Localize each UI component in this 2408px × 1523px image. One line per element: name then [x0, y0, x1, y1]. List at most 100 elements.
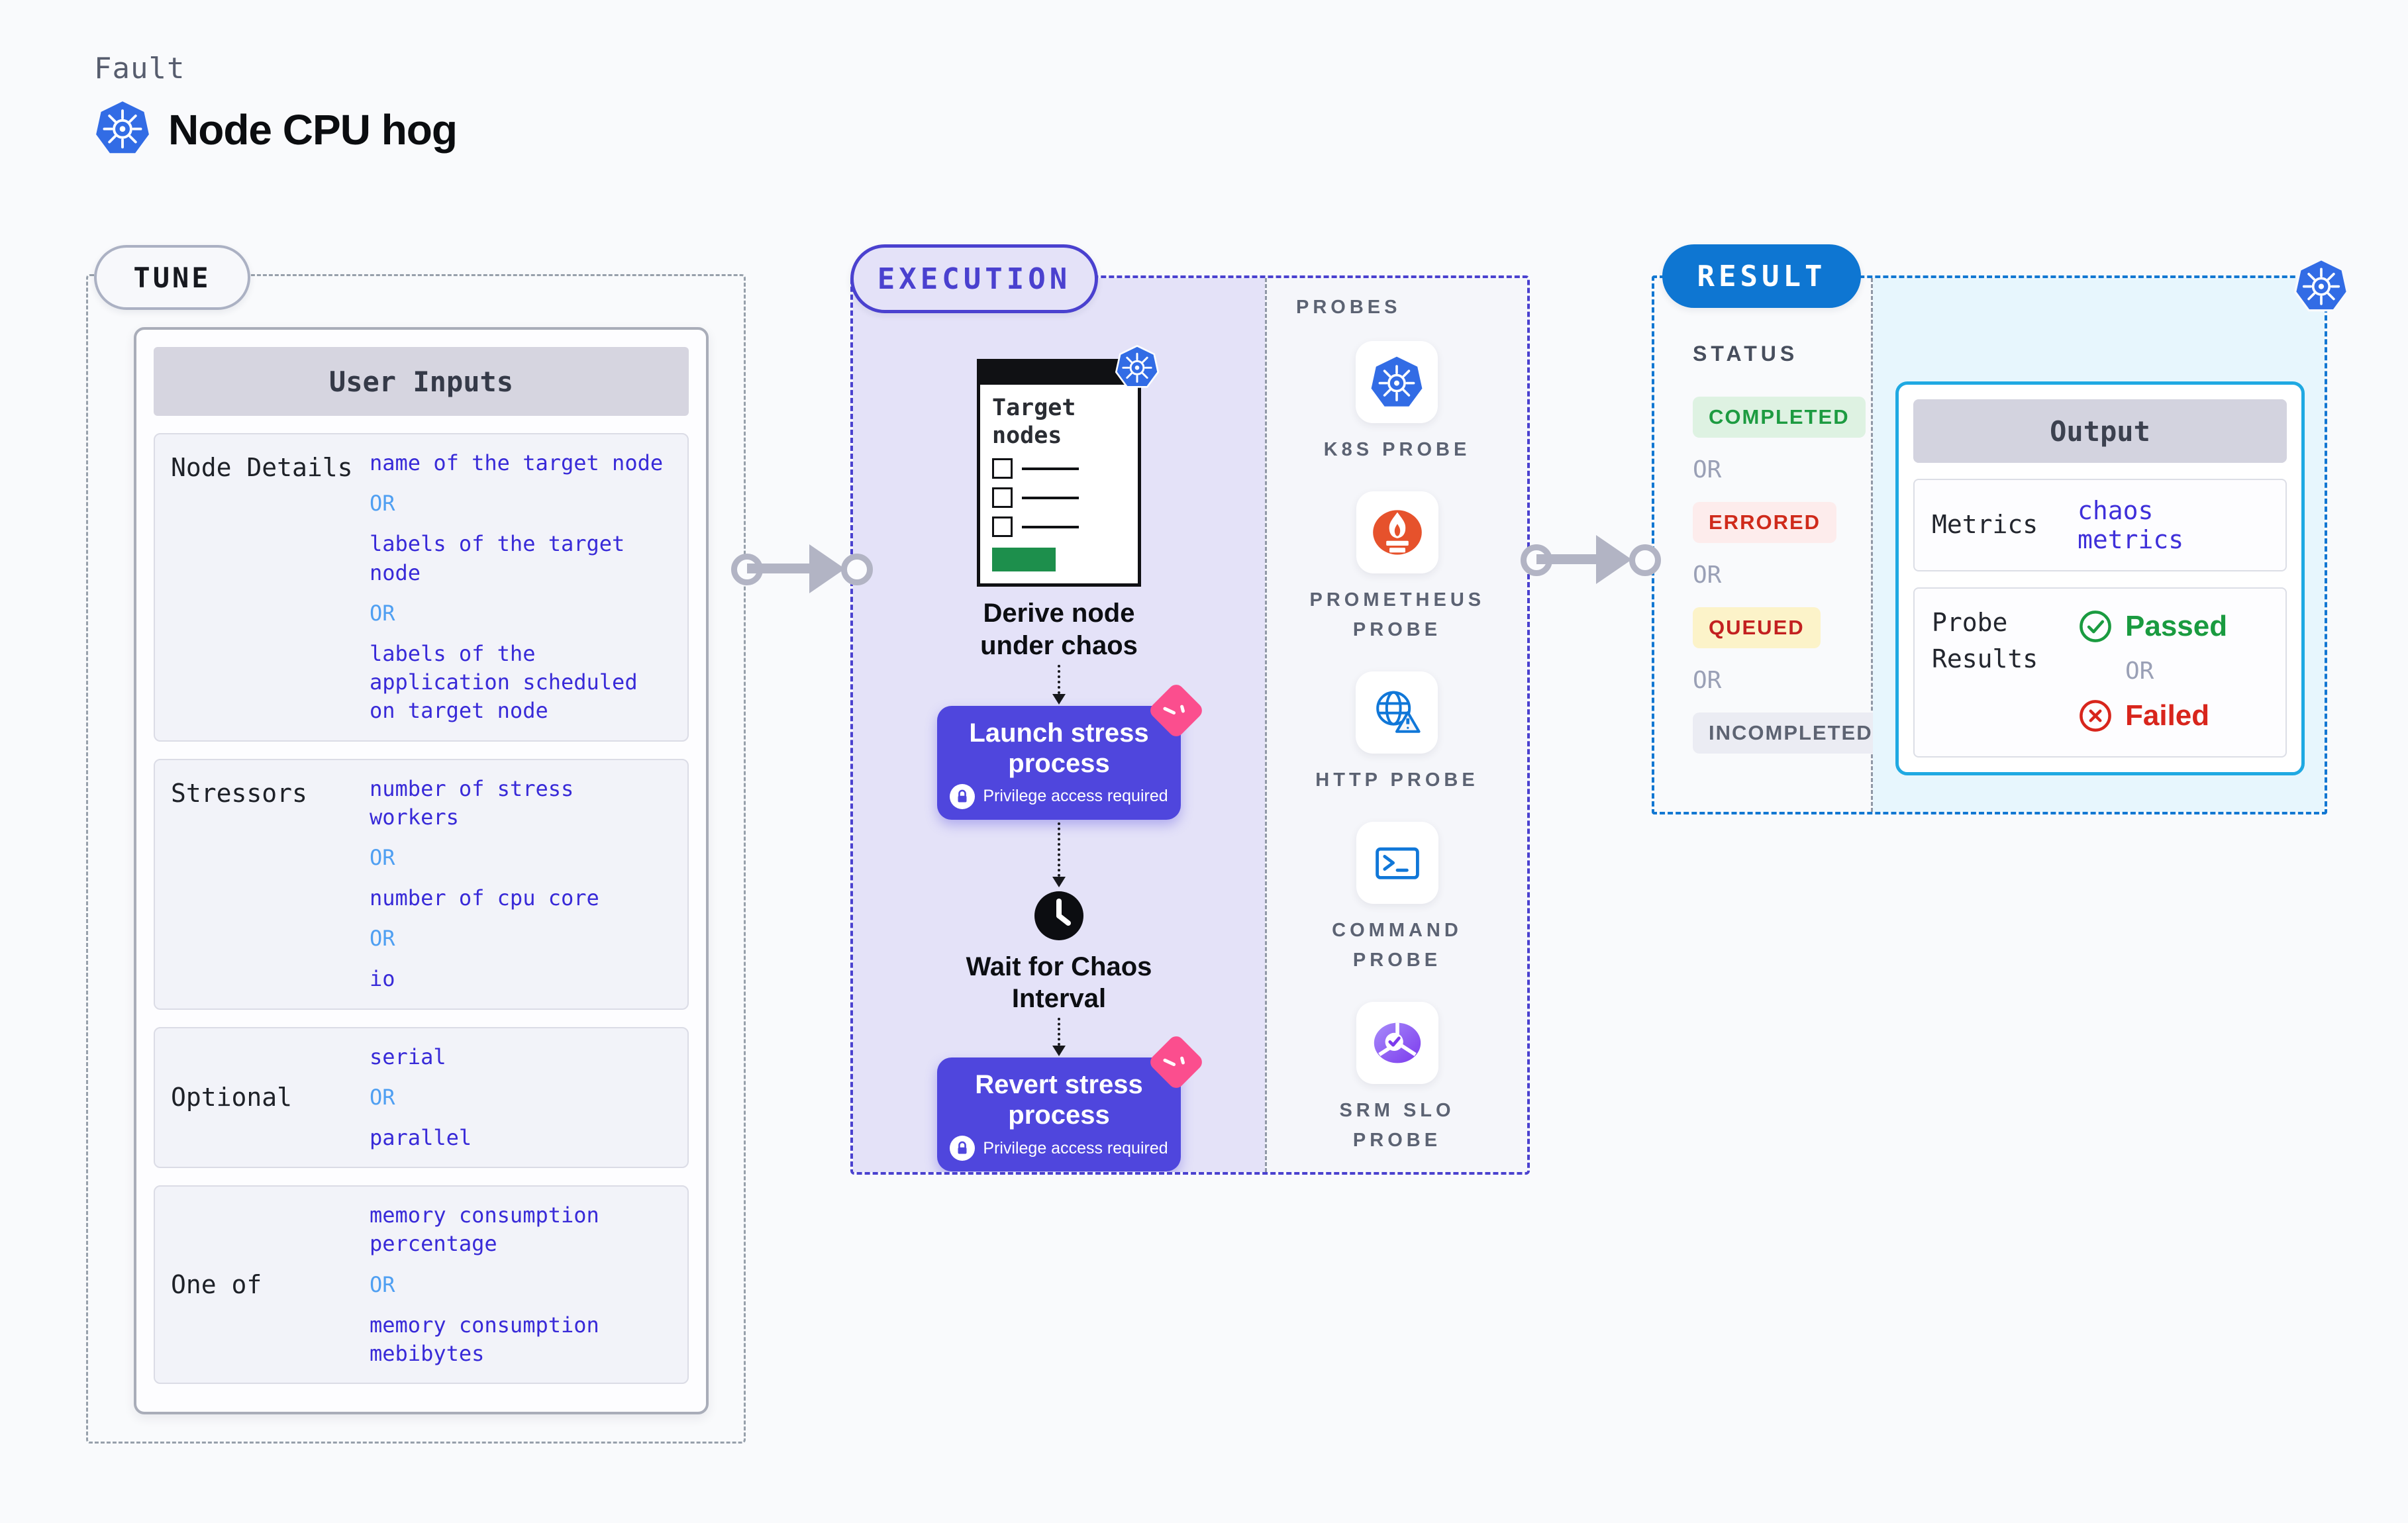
- lock-icon: [950, 783, 976, 809]
- metrics-value: chaos metrics: [2078, 496, 2184, 554]
- terminal-icon: [1356, 821, 1438, 904]
- dotted-flow-arrow: [1052, 664, 1066, 705]
- user-inputs-table: User Inputs Node Details name of the tar…: [134, 327, 709, 1414]
- probe-item-k8s: K8S PROBE: [1324, 341, 1471, 465]
- target-card-title: Target nodes: [992, 395, 1076, 449]
- input-value: parallel: [370, 1125, 472, 1150]
- prometheus-icon: [1356, 491, 1438, 573]
- input-value: memory consumption mebibytes: [370, 1312, 599, 1366]
- status-badge-completed: COMPLETED: [1693, 397, 1866, 438]
- output-header: Output: [1913, 399, 2287, 463]
- kubernetes-icon: [1115, 344, 1160, 389]
- or-separator: OR: [1693, 562, 1722, 589]
- checklist-row: [992, 458, 1126, 479]
- connector-ring: [1629, 544, 1661, 576]
- or-separator: OR: [370, 491, 395, 516]
- or-separator: OR: [370, 1084, 395, 1110]
- probes-title: PROBES: [1296, 297, 1401, 318]
- lock-icon: [950, 1136, 976, 1161]
- probe-item-command: COMMAND PROBE: [1310, 821, 1485, 975]
- execution-pill: EXECUTION: [850, 244, 1098, 313]
- table-row-node-details: Node Details name of the target node OR …: [154, 433, 689, 742]
- passed-label: Passed: [2125, 610, 2228, 642]
- status-panel: STATUS COMPLETED OR ERRORED OR QUEUED OR…: [1654, 278, 1889, 812]
- input-value: number of stress workers: [370, 775, 574, 830]
- arrow-shaft: [747, 564, 816, 573]
- probe-label: K8S PROBE: [1323, 439, 1471, 460]
- failed-label: Failed: [2125, 699, 2210, 732]
- row-label: One of: [171, 1270, 262, 1300]
- probe-label: SRM SLO PROBE: [1339, 1099, 1455, 1151]
- input-value: io: [370, 966, 395, 992]
- or-separator: OR: [370, 844, 395, 870]
- probe-label: HTTP PROBE: [1315, 769, 1479, 791]
- derive-node-caption: Derive node under chaos: [980, 599, 1138, 660]
- input-value: serial: [370, 1044, 446, 1069]
- row-label: Node Details: [171, 453, 353, 482]
- or-separator: OR: [370, 926, 395, 952]
- or-separator: OR: [1693, 456, 1722, 483]
- status-title: STATUS: [1693, 342, 1799, 366]
- http-globe-icon: [1356, 671, 1438, 754]
- connector-ring: [841, 554, 873, 585]
- probe-list: K8S PROBE PROMETHEUS PROBE: [1267, 341, 1527, 1172]
- card-body: Target nodes: [980, 385, 1138, 583]
- table-row-optional: Optional serial OR parallel: [154, 1026, 689, 1169]
- revert-stress-process-node: Revert stress process Privilege access r…: [937, 1033, 1205, 1172]
- or-separator: OR: [2125, 658, 2154, 685]
- page-title: Node CPU hog: [168, 105, 458, 154]
- probe-results-row: Probe Results Passed OR Failed: [1913, 587, 2287, 758]
- privilege-note: Privilege access required: [948, 1136, 1170, 1161]
- row-values: number of stress workers OR number of cp…: [356, 775, 672, 994]
- privilege-note-text: Privilege access required: [983, 787, 1168, 806]
- checkbox-icon: [992, 487, 1013, 508]
- kubernetes-icon: [94, 99, 151, 160]
- status-badge-queued: QUEUED: [1693, 607, 1821, 648]
- metrics-row: Metrics chaos metrics: [1913, 479, 2287, 571]
- checkbox-icon: [992, 516, 1013, 537]
- input-value: labels of the target node: [370, 531, 625, 585]
- slo-gauge-icon: [1356, 1001, 1438, 1084]
- check-circle-icon: [2080, 611, 2111, 642]
- status-badge-errored: ERRORED: [1693, 502, 1837, 543]
- execution-section-box: Target nodes: [850, 275, 1530, 1175]
- checklist-row: [992, 487, 1126, 508]
- line-placeholder: [1022, 496, 1079, 499]
- flow-arrow-execution-to-result: [1521, 535, 1661, 585]
- output-box: Output Metrics chaos metrics Probe Resul…: [1895, 381, 2305, 775]
- fault-eyebrow: Fault: [94, 52, 185, 85]
- kubernetes-icon: [1356, 341, 1438, 423]
- green-progress-bar: [992, 548, 1056, 571]
- arrow-head: [1596, 535, 1632, 584]
- row-values: memory consumption percentage OR memory …: [356, 1201, 672, 1368]
- or-separator: OR: [370, 1271, 395, 1297]
- probes-panel: PROBES: [1265, 278, 1527, 1172]
- input-value: memory consumption percentage: [370, 1203, 599, 1257]
- probe-results-label: Probe Results: [1932, 608, 2038, 674]
- table-row-one-of: One of memory consumption percentage OR …: [154, 1185, 689, 1385]
- arrow-shaft: [1536, 554, 1603, 564]
- status-list: COMPLETED OR ERRORED OR QUEUED OR INCOMP…: [1693, 397, 1889, 754]
- launch-stress-process-node: Launch stress process Privilege access r…: [937, 681, 1205, 820]
- checklist-row: [992, 516, 1126, 537]
- probe-item-srm-slo: SRM SLO PROBE: [1310, 1001, 1485, 1155]
- row-label: Optional: [171, 1083, 293, 1112]
- line-placeholder: [1022, 525, 1079, 528]
- privilege-note: Privilege access required: [948, 783, 1170, 809]
- probe-item-prometheus: PROMETHEUS PROBE: [1310, 491, 1485, 645]
- row-values: serial OR parallel: [356, 1043, 672, 1153]
- row-values: name of the target node OR labels of the…: [356, 449, 672, 726]
- failed-line: Failed: [2078, 698, 2227, 734]
- x-circle-icon: [2080, 700, 2111, 732]
- result-pill: RESULT: [1662, 244, 1861, 308]
- input-value: name of the target node: [370, 450, 664, 475]
- kubernetes-icon: [2293, 258, 2349, 313]
- process-title: Revert stress process: [975, 1070, 1143, 1130]
- dotted-flow-arrow: [1052, 822, 1066, 887]
- or-separator: OR: [370, 600, 395, 626]
- probe-results-values: Passed OR Failed: [2078, 605, 2227, 740]
- arrow-head: [809, 544, 845, 593]
- probe-label: COMMAND PROBE: [1332, 919, 1462, 971]
- probe-item-http: HTTP PROBE: [1315, 671, 1478, 795]
- wait-chaos-caption: Wait for Chaos Interval: [966, 952, 1152, 1014]
